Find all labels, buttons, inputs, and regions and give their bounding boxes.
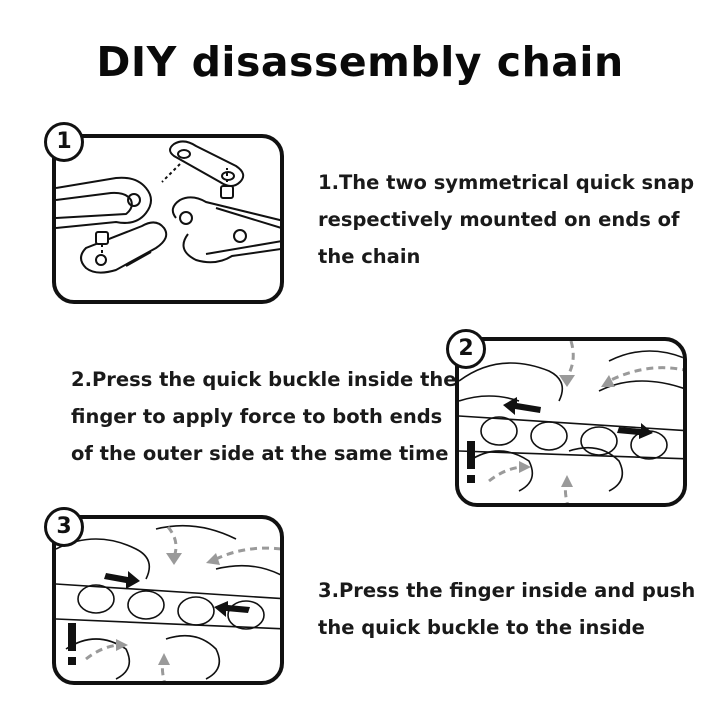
hands-pressing-chain-icon — [459, 341, 687, 507]
step-2-illustration — [455, 337, 687, 507]
step-2-description: 2.Press the quick buckle inside the fing… — [71, 361, 457, 472]
page-title: DIY disassembly chain — [0, 38, 720, 86]
step-2-line-2: finger to apply force to both ends — [71, 398, 457, 435]
step-1-line-2: respectively mounted on ends of — [318, 201, 694, 238]
step-2-line-3: of the outer side at the same time — [71, 435, 457, 472]
step-3-illustration — [52, 515, 284, 685]
step-1-number-badge: 1 — [44, 122, 84, 162]
chain-quick-link-icon — [56, 138, 284, 304]
step-1-line-3: the chain — [318, 238, 694, 275]
step-3-description: 3.Press the finger inside and push the q… — [318, 572, 695, 646]
step-2-line-1: 2.Press the quick buckle inside the — [71, 361, 457, 398]
step-1-line-1: 1.The two symmetrical quick snap — [318, 164, 694, 201]
step-1-illustration — [52, 134, 284, 304]
step-3-line-1: 3.Press the finger inside and push — [318, 572, 695, 609]
hands-pushing-chain-icon — [56, 519, 284, 685]
step-3-number-badge: 3 — [44, 507, 84, 547]
step-3-line-2: the quick buckle to the inside — [318, 609, 695, 646]
step-1-description: 1.The two symmetrical quick snap respect… — [318, 164, 694, 275]
